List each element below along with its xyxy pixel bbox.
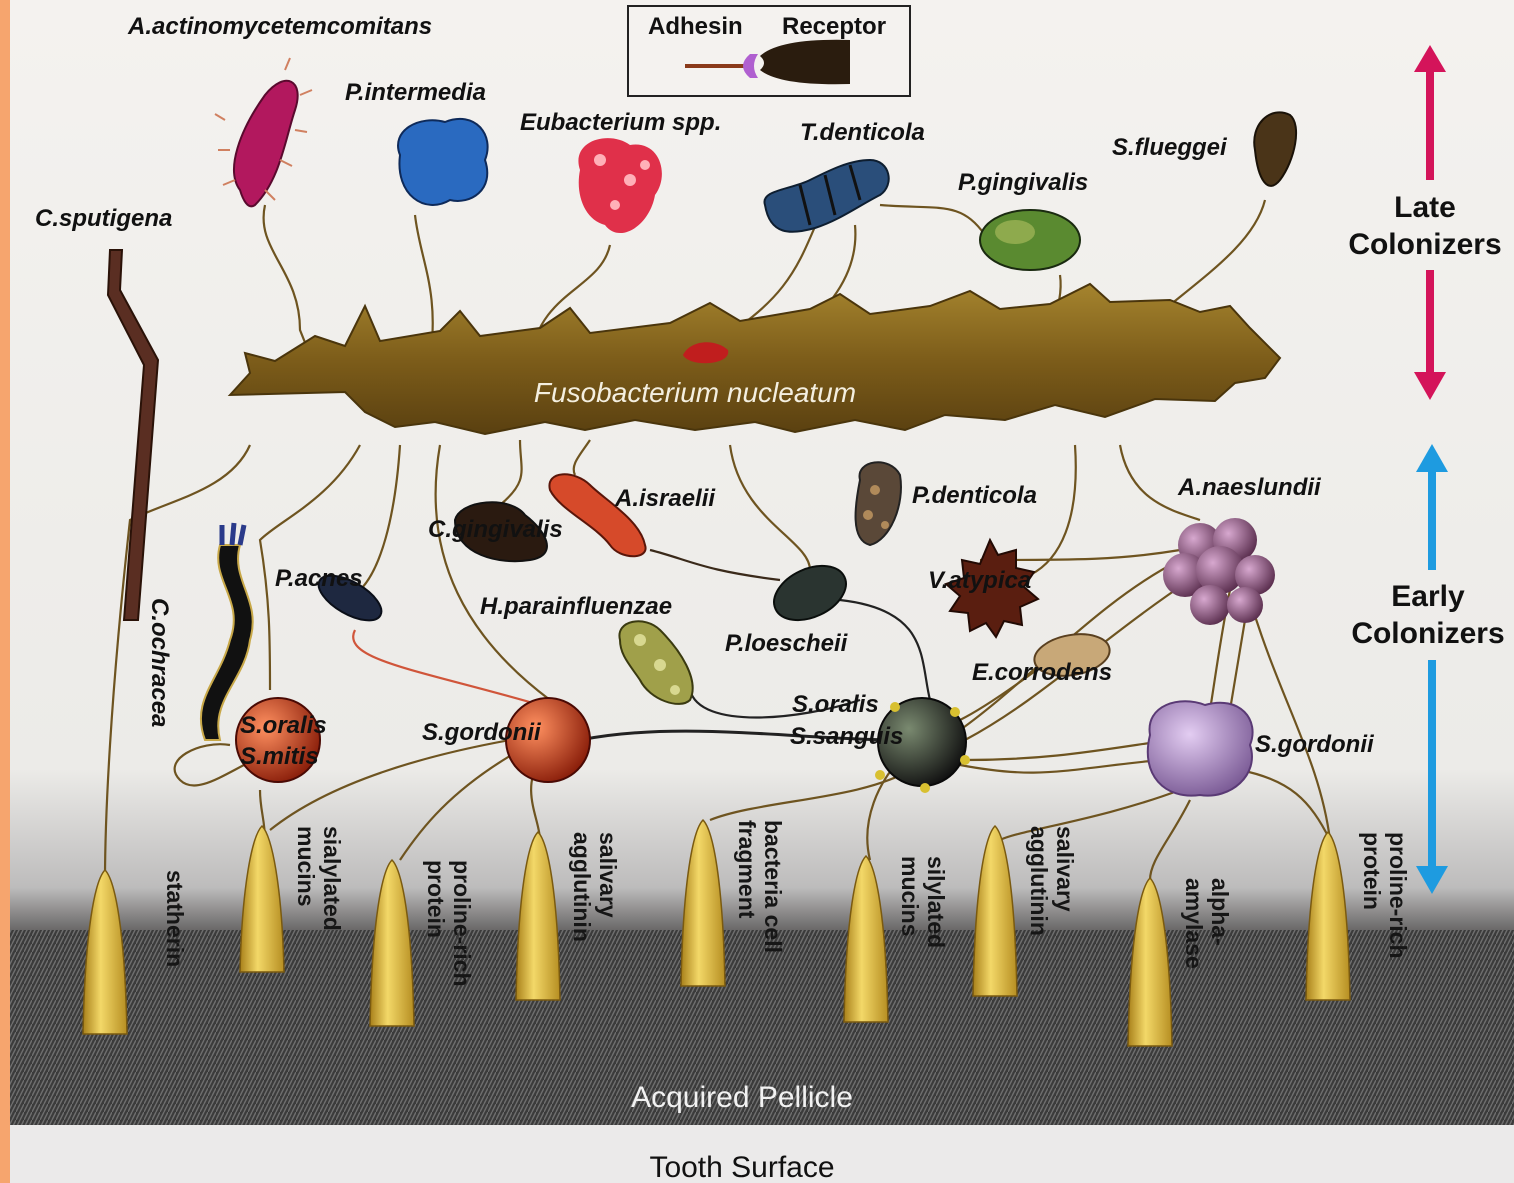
receptor-label: silylated bbox=[923, 856, 949, 948]
receptor-label: mucins bbox=[897, 856, 923, 937]
receptor-label: sialylated bbox=[319, 826, 345, 931]
p-gingivalis-cell bbox=[980, 210, 1080, 270]
label-p-gingivalis: P.gingivalis bbox=[958, 169, 1088, 196]
label-a-actinomycetemcomitans: A.actinomycetemcomitans bbox=[127, 13, 432, 40]
late-label-line2: Colonizers bbox=[1348, 228, 1501, 261]
receptor-label: bacteria cell bbox=[760, 820, 786, 953]
label-v-atypica: V.atypica bbox=[928, 567, 1031, 594]
label-t-denticola: T.denticola bbox=[800, 119, 925, 146]
late-label-line1: Late bbox=[1394, 191, 1456, 224]
label-e-corrodens: E.corrodens bbox=[972, 659, 1112, 686]
receptor-label: amylase bbox=[1181, 878, 1207, 969]
receptor-label: alpha- bbox=[1207, 878, 1233, 946]
label-eubacterium: Eubacterium spp. bbox=[520, 109, 721, 136]
pellicle-label: Acquired Pellicle bbox=[631, 1081, 853, 1114]
receptor-label: salivary bbox=[1052, 826, 1078, 912]
receptor-label: agglutinin bbox=[569, 832, 595, 942]
p-intermedia-cell bbox=[398, 119, 488, 205]
legend-receptor-label: Receptor bbox=[782, 13, 886, 40]
label-s-gordonii-left: S.gordonii bbox=[422, 719, 542, 746]
receptor-label: agglutinin bbox=[1026, 826, 1052, 936]
label-s-mitis: S.mitis bbox=[240, 743, 319, 770]
receptor-label: protein bbox=[1359, 832, 1385, 910]
tooth-surface-label: Tooth Surface bbox=[649, 1151, 834, 1183]
label-s-oralis-left: S.oralis bbox=[240, 712, 327, 739]
label-s-flueggei: S.flueggei bbox=[1112, 134, 1228, 161]
receptor-label: mucins bbox=[293, 826, 319, 907]
receptor-label: proline-rich bbox=[1385, 832, 1411, 959]
early-label-line2: Colonizers bbox=[1351, 617, 1504, 650]
label-c-sputigena: C.sputigena bbox=[35, 205, 172, 232]
receptor-label: protein bbox=[423, 860, 449, 938]
label-p-denticola: P.denticola bbox=[912, 482, 1037, 509]
label-p-intermedia: P.intermedia bbox=[345, 79, 486, 106]
label-h-parainfluenzae: H.parainfluenzae bbox=[480, 593, 672, 620]
label-p-loescheii: P.loescheii bbox=[725, 630, 849, 657]
fusobacterium-label: Fusobacterium nucleatum bbox=[534, 377, 856, 408]
label-c-gingivalis: C.gingivalis bbox=[428, 516, 563, 543]
label-c-ochracea: C.ochracea bbox=[146, 598, 173, 727]
legend-adhesin-label: Adhesin bbox=[648, 13, 743, 40]
s-gordonii-right-cell bbox=[1148, 701, 1253, 795]
legend-box: Adhesin Receptor bbox=[628, 6, 910, 96]
label-s-oralis-mid: S.oralis bbox=[792, 691, 879, 718]
label-s-gordonii-right: S.gordonii bbox=[1255, 731, 1375, 758]
label-a-naeslundii: A.naeslundii bbox=[1177, 474, 1322, 501]
label-s-sanguis: S.sanguis bbox=[790, 723, 903, 750]
early-label-line1: Early bbox=[1391, 580, 1465, 613]
receptor-label: proline-rich bbox=[449, 860, 475, 987]
label-p-acnes: P.acnes bbox=[275, 565, 363, 592]
receptor-label: salivary bbox=[595, 832, 621, 918]
label-a-israelii: A.israelii bbox=[614, 485, 716, 512]
receptor-label: fragment bbox=[734, 820, 760, 919]
receptor-label: statherin bbox=[162, 870, 188, 967]
